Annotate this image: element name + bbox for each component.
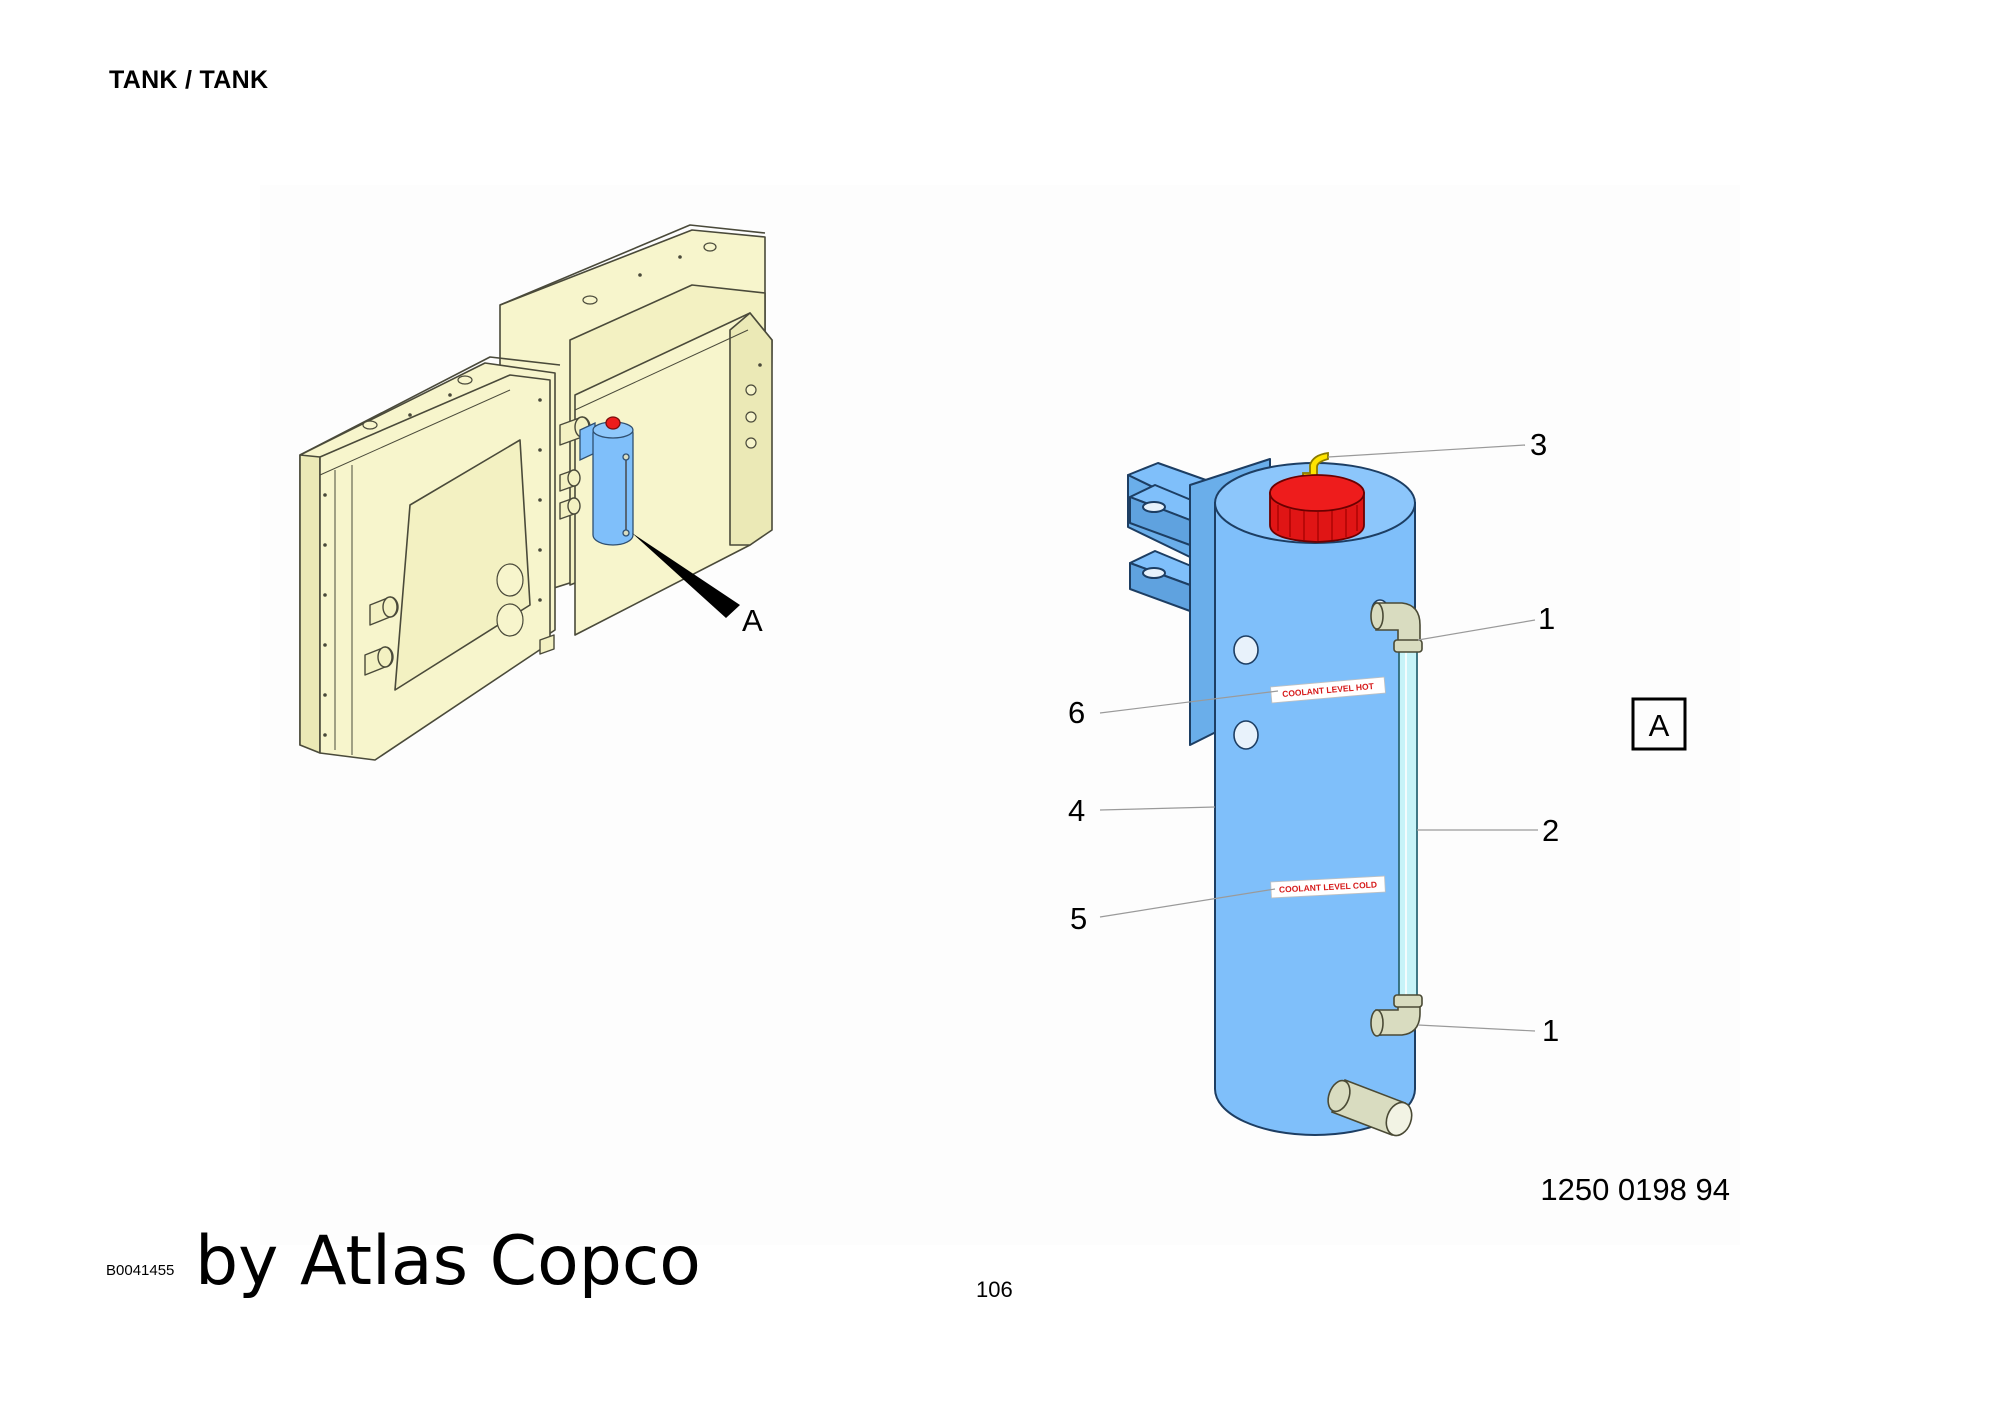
detail-tank: COOLANT LEVEL HOT COOLANT LEVEL COLD: [1127, 451, 1423, 1137]
part-number: 1250 0198 94: [1540, 1172, 1730, 1207]
fitting-bottom: [1370, 994, 1423, 1037]
sight-tube: [1398, 639, 1418, 1011]
figure-svg: A: [299, 224, 1730, 1207]
detail-view-box: A: [1631, 697, 1687, 751]
page-title: TANK / TANK: [109, 66, 269, 94]
overview-tank: [579, 416, 634, 546]
parts-figure: A: [260, 185, 1740, 1245]
page-number: 106: [976, 1277, 1013, 1302]
callout-label-hot: 6: [1068, 695, 1085, 730]
outlet-pipe: [1327, 1078, 1413, 1137]
callout-label-cold: 5: [1070, 901, 1087, 936]
filler-cap: [1269, 451, 1365, 543]
tank-body: [1214, 502, 1416, 1136]
detail-view-label: A: [1649, 708, 1670, 743]
label-cold: COOLANT LEVEL COLD: [1270, 875, 1386, 899]
radiator-assembly: [299, 224, 773, 761]
label-hot: COOLANT LEVEL HOT: [1270, 676, 1386, 704]
callout-fitting-top: 1: [1538, 601, 1555, 636]
doc-code: B0041455: [106, 1262, 175, 1279]
callout-tank-body: 4: [1068, 793, 1085, 828]
leader-lines: [1099, 444, 1538, 1032]
callout-fitting-bottom: 1: [1542, 1013, 1559, 1048]
overview-pointer: [632, 533, 740, 618]
callout-cap: 3: [1530, 427, 1547, 462]
fitting-top: [1370, 602, 1423, 653]
overview-callout-a: A: [742, 603, 763, 638]
brand-text: by Atlas Copco: [195, 1222, 701, 1301]
callout-level-tube: 2: [1542, 813, 1559, 848]
